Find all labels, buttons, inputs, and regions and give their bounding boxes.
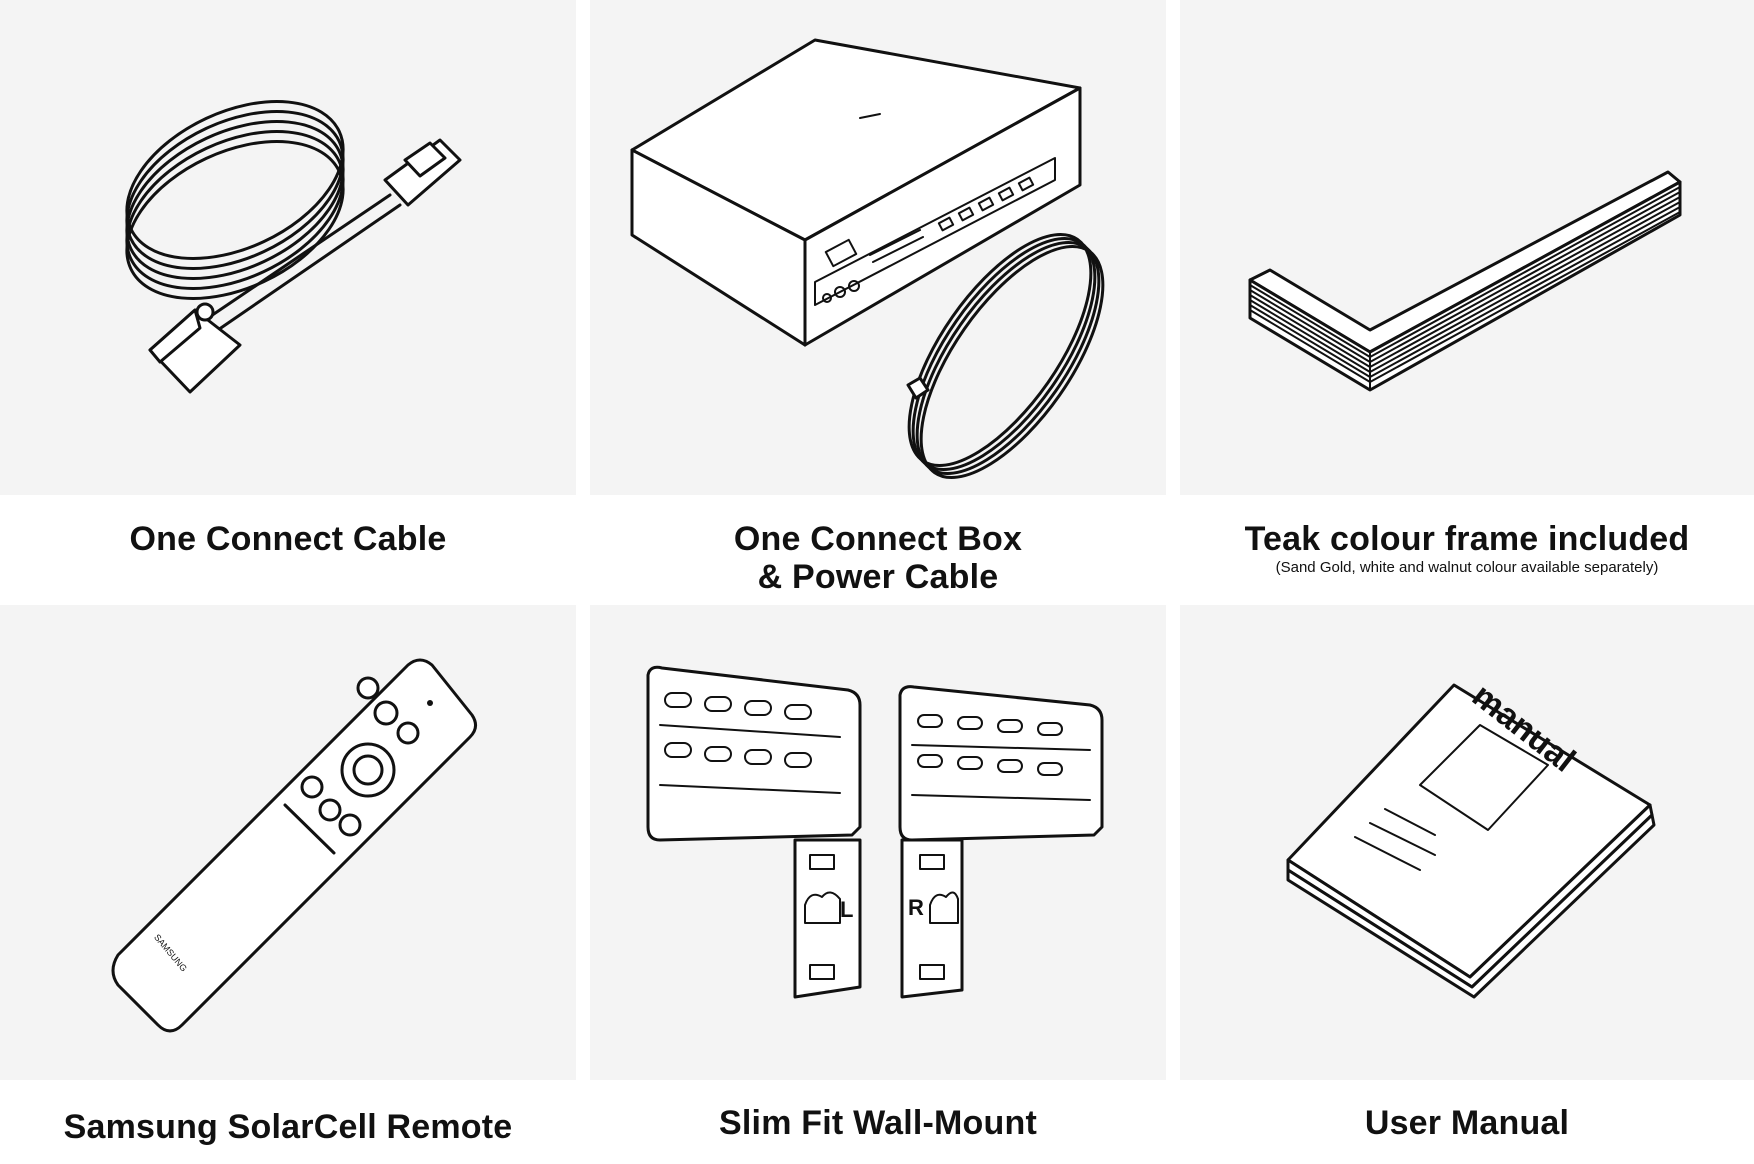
wall-mount-label: Slim Fit Wall-Mount [719,1104,1037,1142]
remote-image-panel: SAMSUNG [0,605,576,1080]
frame-image-panel [1180,0,1754,495]
teak-frame-corner-icon [1248,170,1682,392]
frame-colour-note: (Sand Gold, white and walnut colour avai… [1275,559,1659,577]
box-image-panel [590,0,1166,495]
right-bracket-mark: R [908,895,924,920]
wall-mount-brackets-icon: L R [646,665,1104,999]
left-bracket-mark: L [840,897,853,922]
user-manual-label: User Manual [1364,1104,1570,1142]
teak-frame-label: Teak colour frame included (Sand Gold, w… [1180,520,1754,577]
cable-image-panel [0,0,576,495]
one-connect-box-icon [630,38,1105,479]
solarcell-remote-label: Samsung SolarCell Remote [63,1108,513,1146]
wall-mount-image-panel: L R [590,605,1166,1080]
solarcell-remote-icon: SAMSUNG [111,658,477,1033]
one-connect-cable-label: One Connect Cable [129,520,447,558]
user-manual-booklet-icon: manual [1286,676,1656,999]
one-connect-box-label: One Connect Box & Power Cable [733,520,1023,597]
hdmi-cable-coil-icon [125,100,462,394]
manual-image-panel: manual [1180,605,1754,1080]
